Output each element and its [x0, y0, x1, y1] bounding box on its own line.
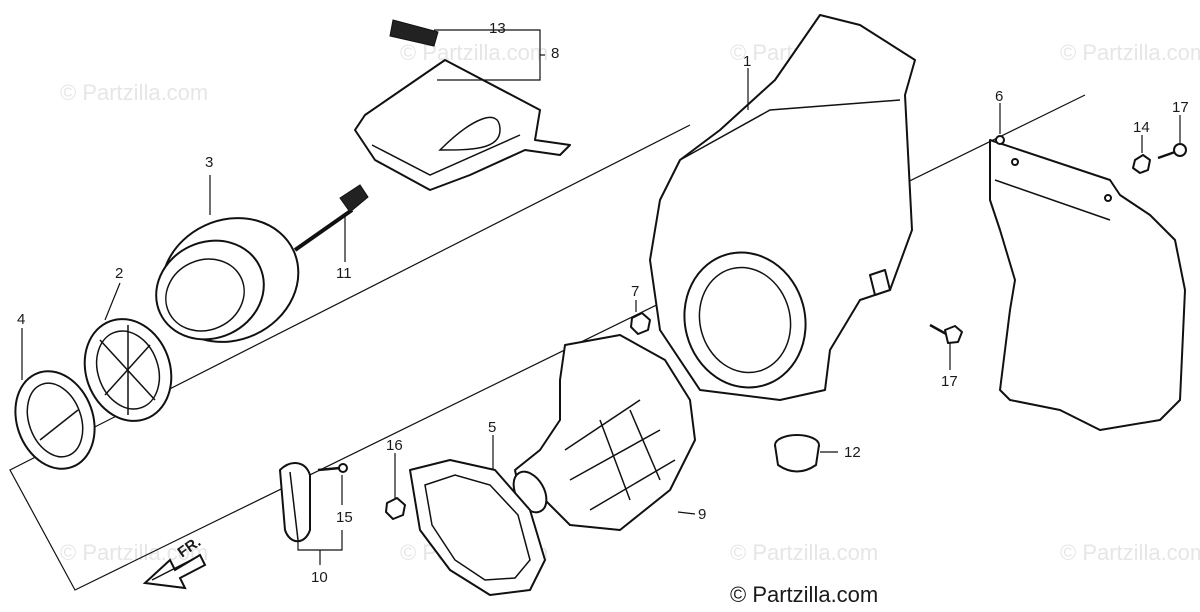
part-1-air-cleaner-case[interactable]	[649, 14, 916, 401]
callout-1: 1	[743, 53, 751, 70]
callout-4: 4	[17, 311, 25, 328]
part-6-splash-guard[interactable]	[989, 135, 1186, 431]
callout-11: 11	[336, 265, 352, 282]
callout-14: 14	[1133, 119, 1150, 136]
part-11-bolt[interactable]	[293, 184, 369, 252]
callout-17-lower: 17	[941, 373, 958, 390]
watermark: © Partzilla.com	[1060, 40, 1200, 65]
part-3-air-filter[interactable]	[140, 196, 319, 364]
watermark: © Partzilla.com	[730, 540, 878, 565]
front-arrow-icon	[142, 553, 207, 590]
callout-16: 16	[386, 437, 403, 454]
part-12-drain-cap[interactable]	[774, 434, 820, 473]
part-5-gasket[interactable]	[409, 459, 546, 596]
callout-8: 8	[551, 45, 559, 62]
callout-3: 3	[205, 154, 213, 171]
leader-lines	[21, 29, 1181, 565]
part-16-nut[interactable]	[385, 497, 406, 520]
callout-2: 2	[115, 265, 123, 282]
part-10-clamp[interactable]	[279, 462, 348, 543]
callout-6: 6	[995, 88, 1003, 105]
callout-7: 7	[631, 283, 639, 300]
part-7-nut[interactable]	[630, 312, 651, 335]
callout-15: 15	[336, 509, 353, 526]
assembly-frame	[9, 94, 1086, 591]
part-2-filter-holder[interactable]	[71, 307, 186, 433]
callout-9: 9	[698, 506, 706, 523]
part-4-side-plate[interactable]	[2, 360, 108, 480]
callout-13: 13	[489, 20, 506, 37]
part-17-bolt-lower[interactable]	[929, 323, 963, 344]
watermark: © Partzilla.com	[1060, 540, 1200, 565]
part-9-intake-boot[interactable]	[507, 334, 696, 531]
part-14-collar[interactable]	[1132, 154, 1151, 174]
callout-12: 12	[844, 444, 861, 461]
callout-17-upper: 17	[1172, 99, 1189, 116]
part-17-bolt-upper[interactable]	[1157, 143, 1187, 160]
copyright-text: © Partzilla.com	[730, 582, 878, 607]
watermark: © Partzilla.com	[60, 80, 208, 105]
callout-5: 5	[488, 419, 496, 436]
part-8-duct-cover[interactable]	[354, 19, 571, 191]
callout-10: 10	[311, 569, 328, 586]
